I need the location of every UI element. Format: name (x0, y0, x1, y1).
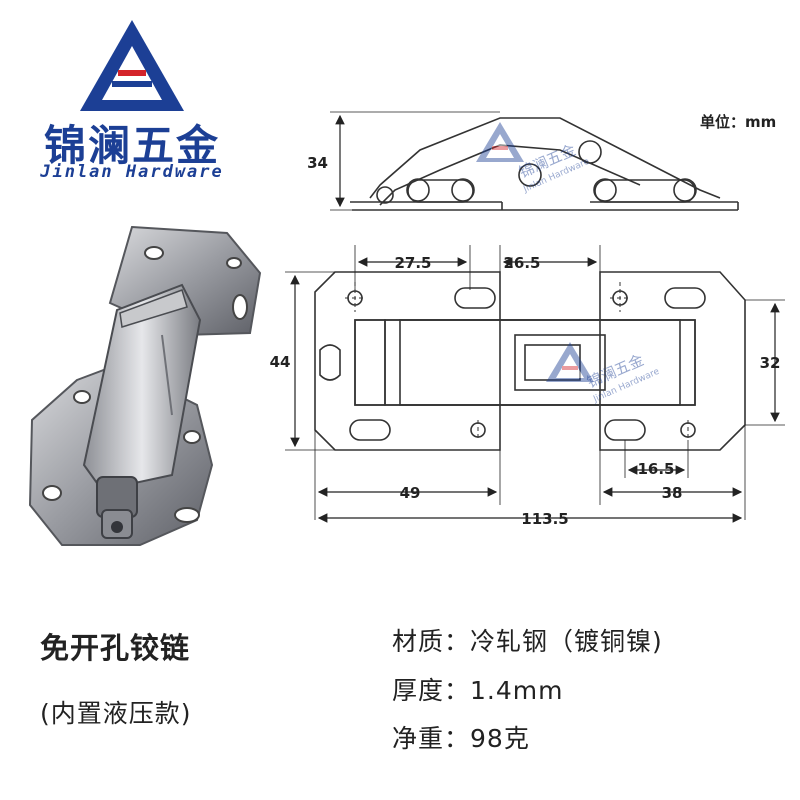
spec-label: 材质： (392, 627, 471, 656)
spec-label: 净重： (392, 724, 471, 753)
unit-label: 单位：mm (700, 113, 777, 131)
spec-thickness: 厚度：1.4mm (392, 671, 563, 707)
spec-label: 厚度： (392, 676, 471, 705)
dim-right-length: 38 (662, 484, 683, 502)
dim-hole-spacing-left: 27.5 (394, 254, 431, 272)
brand-logo-icon (80, 20, 184, 111)
brand-name-cn: 锦澜五金 (43, 121, 220, 170)
watermark-icon (476, 122, 594, 382)
product-subtitle: (内置液压款) (40, 699, 192, 728)
dim-base-width: 32 (760, 354, 781, 372)
dim-height-side: 34 (307, 154, 328, 172)
dim-hole-spacing-right: 16.5 (637, 460, 674, 478)
spec-value: 1.4mm (470, 676, 564, 705)
technical-drawing: 锦澜五金 锦澜五金 Jinlan Hardware Jinlan Hardwar… (270, 111, 785, 528)
dim-plate-height: 44 (270, 353, 291, 371)
brand-name-en: Jinlan Hardware (40, 162, 224, 182)
spec-value: 冷轧钢（镀铜镍) (470, 627, 663, 656)
dim-left-length: 49 (400, 484, 421, 502)
hinge-photo (28, 225, 262, 546)
dim-total-length: 113.5 (521, 510, 568, 528)
product-title: 免开孔铰链 (40, 631, 191, 665)
dim-gap-center: 26.5 (503, 254, 540, 272)
spec-material: 材质：冷轧钢（镀铜镍) (392, 622, 663, 658)
spec-value: 98克 (470, 724, 530, 753)
spec-weight: 净重：98克 (392, 719, 530, 755)
